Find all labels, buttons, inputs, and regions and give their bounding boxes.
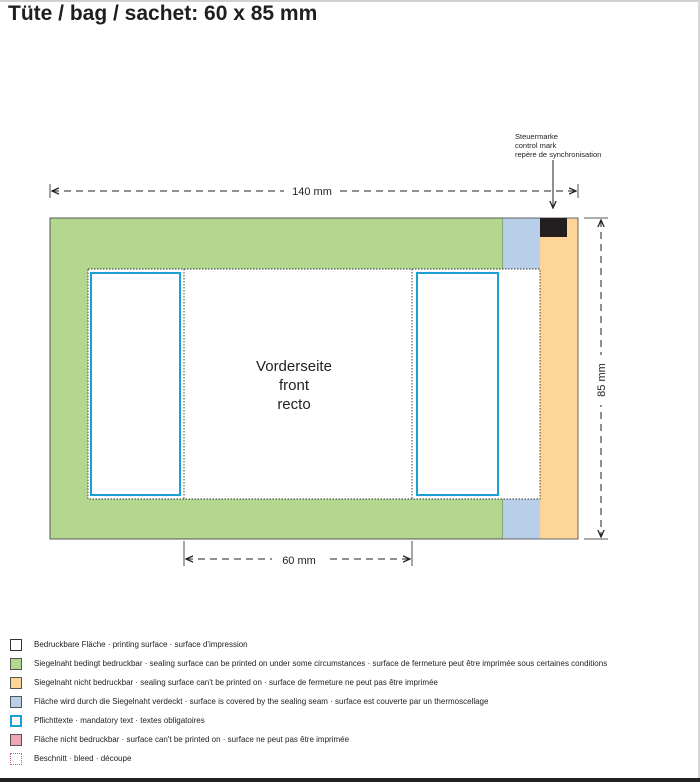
legend-text-mandatory-text: Pflichttexte · mandatory text · textes o… <box>34 716 205 725</box>
mandatory-text-box-left <box>90 272 181 496</box>
legend-item-bleed: Beschnitt · bleed · découpe <box>10 753 700 767</box>
legend-swatch-seal-conditional <box>10 658 22 670</box>
legend-item-mandatory-text: Pflichttexte · mandatory text · textes o… <box>10 715 700 729</box>
bleed-outline <box>87 268 541 500</box>
control-mark-label-en: control mark <box>515 141 557 150</box>
legend-swatch-not-printable <box>10 734 22 746</box>
front-label-de: Vorderseite <box>256 358 332 375</box>
dim-label-width-total: 140 mm <box>292 186 332 198</box>
control-mark <box>540 218 567 237</box>
legend-swatch-mandatory-text <box>10 715 22 727</box>
legend-text-not-printable: Fläche nicht bedruckbar · surface can't … <box>34 735 350 744</box>
front-label-en: front <box>279 377 310 394</box>
bag-outline <box>49 217 579 540</box>
seal-not-printable-strip <box>540 218 578 539</box>
legend-swatch-seal-not-printable <box>10 677 22 689</box>
top-border <box>0 0 700 2</box>
legend-item-seal-conditional: Siegelnaht bedingt bedruckbar · sealing … <box>10 658 700 672</box>
legend-text-printable: Bedruckbare Fläche · printing surface · … <box>34 640 248 649</box>
bag-diagram: Vorderseite front recto 140 mm 60 mm 85 … <box>49 160 609 567</box>
legend-text-bleed: Beschnitt · bleed · découpe <box>34 754 132 763</box>
control-mark-label-fr: repère de synchronisation <box>515 150 602 159</box>
control-mark-label-de: Steuermarke <box>515 132 558 141</box>
dim-label-height-bg <box>593 355 609 405</box>
page-title: Tüte / bag / sachet: 60 x 85 mm <box>8 2 318 25</box>
legend-item-printable: Bedruckbare Fläche · printing surface · … <box>10 639 700 653</box>
legend-swatch-bleed <box>10 753 22 765</box>
legend-item-not-printable: Fläche nicht bedruckbar · surface can't … <box>10 734 700 748</box>
front-label-fr: recto <box>277 396 310 413</box>
legend-item-seal-covered: Fläche wird durch die Siegelnaht verdeck… <box>10 696 700 710</box>
legend-text-seal-not-printable: Siegelnaht nicht bedruckbar · sealing su… <box>34 678 438 687</box>
mandatory-text-box-right <box>416 272 499 496</box>
dim-label-inner-width: 60 mm <box>282 555 316 567</box>
legend-swatch-printable <box>10 639 22 651</box>
legend-item-seal-not-printable: Siegelnaht nicht bedruckbar · sealing su… <box>10 677 700 691</box>
printable-area <box>88 269 540 499</box>
dim-label-inner-width-bg <box>272 551 326 567</box>
legend-text-seal-conditional: Siegelnaht bedingt bedruckbar · sealing … <box>34 659 608 668</box>
right-border <box>698 0 700 782</box>
bottom-border <box>0 778 700 782</box>
legend-swatch-seal-covered <box>10 696 22 708</box>
dim-label-height: 85 mm <box>596 363 608 397</box>
dim-label-width-total-bg <box>284 183 340 199</box>
legend-text-seal-covered: Fläche wird durch die Siegelnaht verdeck… <box>34 697 489 706</box>
control-mark-label: Steuermarke control mark repère de synch… <box>515 132 601 159</box>
